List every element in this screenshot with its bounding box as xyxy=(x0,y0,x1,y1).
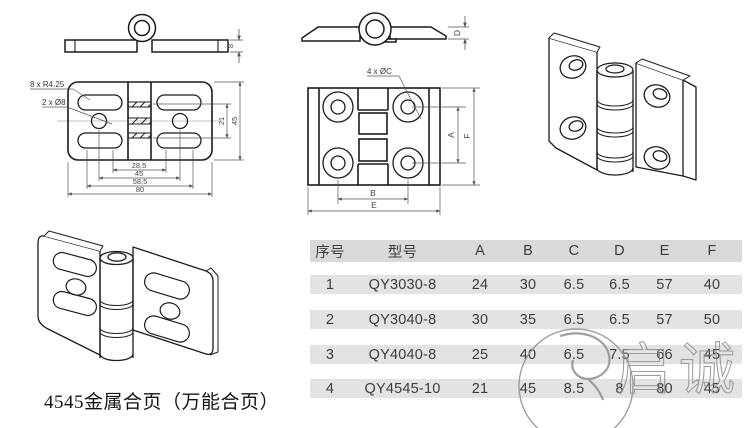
cell-model: QY3040-8 xyxy=(368,311,437,328)
knuckle-joints xyxy=(128,101,152,139)
cell-f: 40 xyxy=(703,276,721,293)
cell-c: 6.5 xyxy=(563,276,585,293)
cell-e: 66 xyxy=(656,346,673,363)
dim-A: A xyxy=(446,132,456,138)
cell-index: 2 xyxy=(325,311,335,328)
col-header-model: 型号 xyxy=(387,244,418,261)
cell-index: 4 xyxy=(325,380,335,397)
col-header-index: 序号 xyxy=(315,244,345,261)
cell-d: 8 xyxy=(615,380,624,397)
cell-c: 6.5 xyxy=(563,346,585,363)
cell-f: 50 xyxy=(703,311,721,328)
table-row: 3 QY4040-8 25 40 6.5 7.5 66 45 xyxy=(310,345,742,364)
cell-a: 30 xyxy=(471,311,489,328)
cell-b: 40 xyxy=(519,346,537,363)
top-view-counterbored-hinge: 4 x ØC A F B E xyxy=(307,67,480,215)
hole-c-label: 4 x ØC xyxy=(367,67,392,76)
cell-b: 45 xyxy=(519,380,537,397)
dim-B: B xyxy=(370,188,376,198)
isometric-view-counterbored-hinge xyxy=(548,32,697,181)
dim-45-bottom: 45 xyxy=(135,169,143,178)
counterbore-holes xyxy=(322,91,424,179)
dim-thickness-D: D xyxy=(452,30,462,36)
cell-a: 24 xyxy=(471,276,489,293)
dim-21: 21 xyxy=(217,117,226,125)
col-header-f: F xyxy=(707,243,717,259)
col-header-d: D xyxy=(614,243,625,259)
cell-b: 35 xyxy=(519,311,537,328)
cell-f: 45 xyxy=(703,346,721,363)
col-header-b: B xyxy=(523,243,533,259)
top-view-slotted-hinge: 8 x R4.25 2 x Ø8 28.5 45 58.5 80 21 45 xyxy=(30,80,244,197)
col-header-c: C xyxy=(568,243,580,259)
cell-model: QY3030-8 xyxy=(368,276,437,293)
cell-d: 7.5 xyxy=(609,346,630,363)
cell-e: 57 xyxy=(656,311,673,328)
cell-index: 1 xyxy=(325,276,335,293)
table-row: 4 QY4545-10 21 45 8.5 8 80 45 xyxy=(310,379,742,398)
product-caption: 4545金属合页（万能合页） xyxy=(44,392,280,413)
table-header-row: 序号 型号 A B C D E F xyxy=(310,240,742,262)
dim-80: 80 xyxy=(136,185,144,194)
side-view-counterbored-hinge: D xyxy=(301,12,469,50)
side-view-slotted-hinge: 8 xyxy=(64,13,243,63)
slot-radius-label: 8 x R4.25 xyxy=(30,80,65,89)
col-header-e: E xyxy=(659,243,670,259)
dim-28-5: 28.5 xyxy=(132,161,147,170)
cell-model: QY4545-10 xyxy=(364,380,441,397)
cell-e: 57 xyxy=(656,276,673,293)
cell-model: QY4040-8 xyxy=(368,346,437,363)
isometric-view-slotted-hinge xyxy=(37,230,219,362)
cell-c: 8.5 xyxy=(563,380,585,397)
cell-e: 80 xyxy=(656,380,673,397)
table-row: 1 QY3030-8 24 30 6.5 6.5 57 40 xyxy=(310,275,742,294)
cell-a: 21 xyxy=(471,380,489,397)
cell-f: 45 xyxy=(703,380,721,397)
cell-b: 30 xyxy=(519,276,537,293)
dim-E: E xyxy=(371,200,377,210)
cell-c: 6.5 xyxy=(563,311,585,328)
hole-diameter-label: 2 x Ø8 xyxy=(42,98,66,107)
col-header-a: A xyxy=(475,243,485,259)
cell-index: 3 xyxy=(325,346,335,363)
dim-45-right: 45 xyxy=(230,117,239,125)
cell-a: 25 xyxy=(471,346,489,363)
slots-and-holes xyxy=(77,94,202,149)
dim-58-5: 58.5 xyxy=(133,177,148,186)
dim-F: F xyxy=(462,133,472,138)
table-row: 2 QY3040-8 30 35 6.5 6.5 57 50 xyxy=(310,310,742,329)
dim-thickness-8: 8 xyxy=(226,44,235,48)
cell-d: 6.5 xyxy=(609,276,630,293)
cell-d: 6.5 xyxy=(609,311,630,328)
